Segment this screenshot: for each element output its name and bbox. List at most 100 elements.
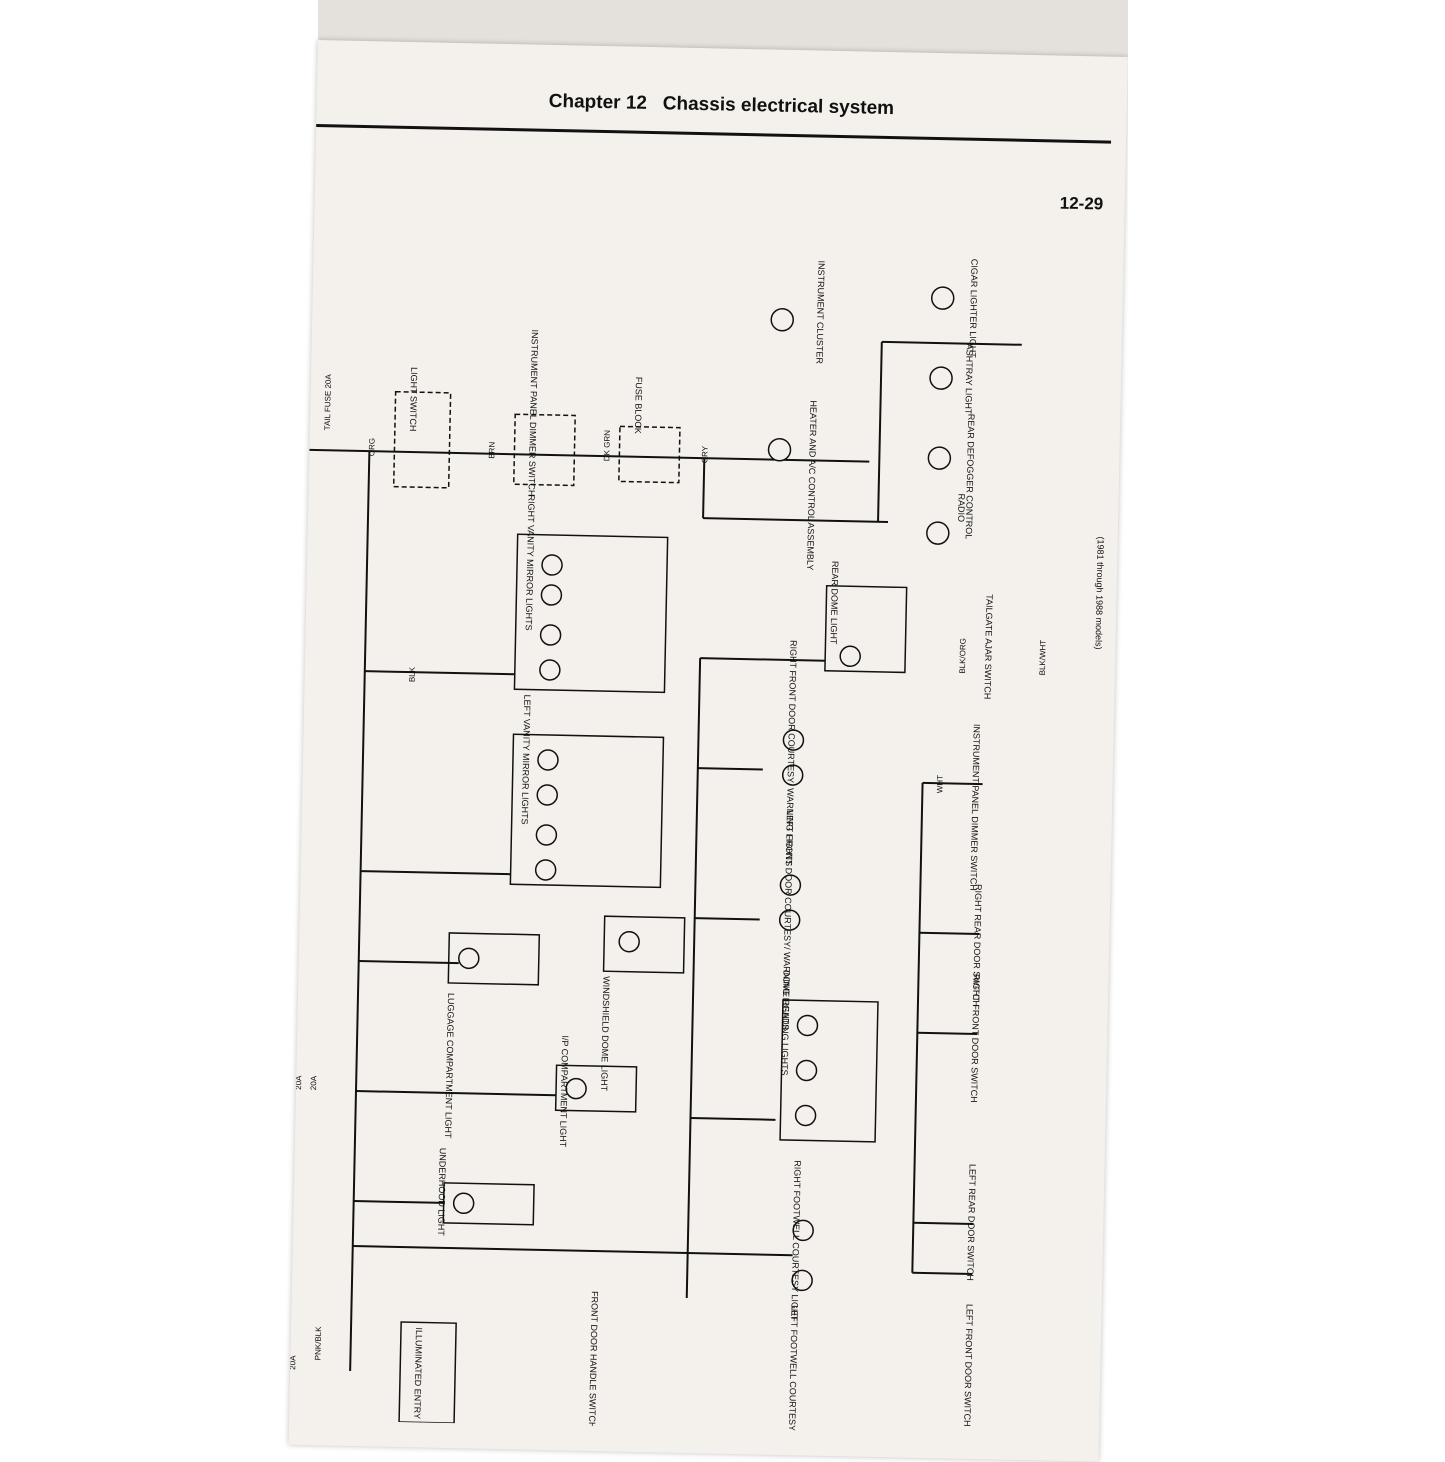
wire-org-underhood xyxy=(353,1200,444,1204)
wire-org-bus-vertical xyxy=(349,451,371,1371)
wire-org-rf-door xyxy=(697,767,763,771)
wire-org-right-vanity xyxy=(364,670,515,676)
left-vanity-box xyxy=(509,733,665,889)
light-switch-box xyxy=(392,390,452,489)
wire-org-left-vanity xyxy=(360,870,511,876)
vanity-bulb-icon xyxy=(537,749,559,771)
ip-comp-bulb-icon xyxy=(565,1077,587,1100)
label-cluster: INSTRUMENT CLUSTER xyxy=(814,260,826,364)
label-lf-door: LEFT FRONT DOOR SWITCH xyxy=(962,1304,975,1427)
label-left-vanity: LEFT VANITY MIRROR LIGHTS xyxy=(520,694,533,824)
wire-org-luggage xyxy=(358,960,459,965)
label-lr-door: LEFT REAR DOOR SWITCH xyxy=(965,1164,977,1281)
wire-gry-branch xyxy=(702,458,706,519)
wire-color-label: BLK/WHT xyxy=(1038,640,1048,676)
fuse-label: 20A xyxy=(289,1355,297,1370)
dome-reading-bulb-icon xyxy=(794,1104,817,1127)
luggage-bulb-icon xyxy=(458,947,480,970)
chapter-number: Chapter 12 xyxy=(548,90,648,114)
wire-wht-lr-door xyxy=(913,1221,974,1225)
vanity-bulb-icon xyxy=(534,859,557,881)
underhood-box xyxy=(442,1182,535,1226)
wire-wht-ip-dimmer xyxy=(922,781,983,786)
ip-compartment-box xyxy=(554,1064,638,1113)
label-windshield-dome: WINDSHIELD DOME LIGHT xyxy=(599,976,611,1092)
fuse-label: 20A xyxy=(294,1075,303,1090)
right-vanity-box xyxy=(513,533,669,694)
wire-wht-rf-door xyxy=(917,1031,978,1036)
ip-dimmer-top-box xyxy=(512,413,576,487)
lf-courtesy-bulb-icon xyxy=(779,874,802,896)
rf-courtesy-bulb-icon xyxy=(781,764,804,786)
vanity-bulb-icon xyxy=(540,584,563,606)
label-cigar: CIGAR LIGHTER LIGHT xyxy=(967,259,979,359)
label-fuse-block: FUSE BLOCK xyxy=(633,377,644,434)
label-light-switch: LIGHT SWITCH xyxy=(408,367,419,432)
wire-color-label: BLK/ORG xyxy=(958,638,968,674)
component-boxes xyxy=(392,390,908,1424)
wire-color-label: PNK/BLK xyxy=(313,1326,323,1361)
label-entry-timer: ILLUMINATED ENTRY TIMER xyxy=(411,1327,424,1436)
radio-bulb-icon xyxy=(926,521,950,545)
wire-org-lf-door xyxy=(694,917,760,921)
label-defogger: REAR DEFOGGER CONTROL xyxy=(964,414,977,540)
label-lf-footwell: LEFT FOOTWELL COURTESY LIGHT xyxy=(786,1305,799,1436)
component-labels: INSTRUMENT CLUSTER HEATER AND A/C CONTRO… xyxy=(408,259,1106,1437)
windshield-dome-box xyxy=(602,915,686,974)
wire-wht-rr-door xyxy=(919,931,980,936)
wire-wht-dome-reading xyxy=(690,1117,776,1121)
label-ip-dimmer-top: INSTRUMENT PANEL DIMMER SWITCH xyxy=(526,330,539,497)
label-rf-door: RIGHT FRONT DOOR SWITCH xyxy=(969,974,982,1103)
wire-gry-vertical xyxy=(877,341,883,522)
bulb-symbols xyxy=(452,286,955,1292)
wire-wht-bus xyxy=(911,782,924,1273)
wire-color-label: BLK xyxy=(408,666,417,682)
wire-color-label: BRN xyxy=(487,442,496,459)
defogger-bulb-icon xyxy=(927,446,952,470)
dome-reading-box xyxy=(779,999,879,1143)
dome-reading-bulb-icon xyxy=(795,1059,818,1082)
wire-color-labels: ORG BRN DK GRN GRY BLK WHT PNK/BLK BLK/O… xyxy=(289,374,1048,1370)
label-underhood: UNDERHOOD LIGHT xyxy=(436,1148,448,1237)
chapter-heading: Chapter 12 Chassis electrical system xyxy=(549,91,895,120)
vanity-bulb-icon xyxy=(536,784,558,806)
label-ip-dimmer-bottom: INSTRUMENT PANEL DIMMER SWITCH xyxy=(968,724,981,891)
label-front-door-handle: FRONT DOOR HANDLE SWITCHES xyxy=(587,1291,600,1436)
underhood-bulb-icon xyxy=(452,1192,475,1215)
label-ip-comp: I/P COMPARTMENT LIGHT xyxy=(558,1035,570,1148)
label-rr-door: RIGHT REAR DOOR SWITCH xyxy=(971,884,984,1007)
label-tailgate: TAILGATE AJAR SWITCH xyxy=(982,594,994,699)
fuse-label: TAIL FUSE 20A xyxy=(323,374,333,431)
lf-courtesy-bulb-icon xyxy=(778,909,801,931)
dome-reading-bulb-icon xyxy=(796,1014,819,1037)
label-heater: HEATER AND A/C CONTROL ASSEMBLY xyxy=(805,400,819,570)
label-right-vanity: RIGHT VANITY MIRROR LIGHTS xyxy=(524,494,537,630)
windshield-dome-bulb-icon xyxy=(618,930,640,953)
chapter-title: Chassis electrical system xyxy=(662,93,895,120)
label-dome-reading: DOME READING LIGHTS xyxy=(779,970,791,1076)
fuse-label: 20A xyxy=(309,1075,318,1090)
wire-gry-horizontal xyxy=(703,517,889,524)
label-ashtray: ASHTRAY LIGHT xyxy=(963,344,974,415)
label-lf-courtesy: LEFT FRONT DOOR COURTESY/ WARNING LIGHTS xyxy=(780,810,795,1030)
wire-color-label: WHT xyxy=(935,775,944,794)
wire-color-label: DK GRN xyxy=(602,430,612,462)
luggage-box xyxy=(447,932,541,986)
wire-org-ip-comp xyxy=(355,1090,556,1097)
cigar-bulb-icon xyxy=(930,286,955,310)
vanity-bulb-icon xyxy=(535,824,558,846)
vanity-bulb-icon xyxy=(539,624,562,646)
entry-timer-box xyxy=(398,1321,457,1424)
wire-gry-accessory xyxy=(881,340,1022,346)
caption-fragment: (1981 through 1988 models) xyxy=(1093,536,1105,649)
wiring-diagram: INSTRUMENT CLUSTER HEATER AND A/C CONTRO… xyxy=(289,259,1106,1437)
photo-background-right xyxy=(1128,0,1445,1445)
wire-org-footwell xyxy=(352,1244,793,1257)
heater-bulb-icon xyxy=(767,438,792,462)
photo-background xyxy=(0,0,318,1445)
wire-org-courtesy-bus xyxy=(685,658,702,1299)
rf-courtesy-bulb-icon xyxy=(782,729,805,751)
label-rear-dome: REAR DOME LIGHT xyxy=(828,561,840,645)
rf-footwell-bulb-icon xyxy=(792,1219,814,1242)
wire-color-label: ORG xyxy=(367,438,376,456)
